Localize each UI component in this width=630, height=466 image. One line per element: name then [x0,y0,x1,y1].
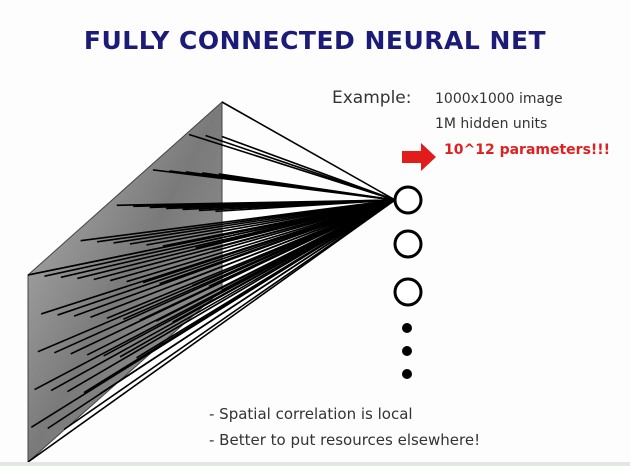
connection-line [93,199,396,281]
connection-line [67,199,396,393]
connection-line [40,199,396,315]
hidden-unit-3 [393,277,423,307]
ellipsis-dot [402,369,412,379]
example-image-size: 1000x1000 image [435,91,563,107]
connection-line [63,199,396,431]
ellipsis-dot [402,323,412,333]
slide-title: FULLY CONNECTED NEURAL NET [83,26,547,55]
hidden-unit-2 [393,229,423,259]
input-image-plane [27,100,223,464]
example-label: Example: [332,88,412,108]
example-parameter-count: 10^12 parameters!!! [444,142,611,158]
connections [27,101,396,463]
bullet-spatial-correlation: - Spatial correlation is local [209,405,413,423]
connection-line [109,199,396,282]
bullet-resources: - Better to put resources elsewhere! [209,431,481,449]
ellipsis-dot [402,346,412,356]
connection-line [221,135,396,201]
connection-line [208,199,396,288]
red-arrow-icon [402,143,436,171]
connection-line [215,199,396,213]
connection-line [221,199,396,291]
connection-line [57,199,396,316]
connection-line [218,173,396,201]
connection-line [27,199,396,463]
bottom-bar [0,462,630,466]
connection-line [83,199,396,394]
connection-line [27,199,396,276]
connection-line [99,199,396,395]
hidden-unit-1 [393,185,423,215]
connection-line [175,199,396,286]
connection-line [133,199,396,208]
example-hidden-units: 1M hidden units [435,116,548,132]
connection-line [77,199,396,280]
connection-line [192,199,396,287]
connection-line [221,101,396,201]
